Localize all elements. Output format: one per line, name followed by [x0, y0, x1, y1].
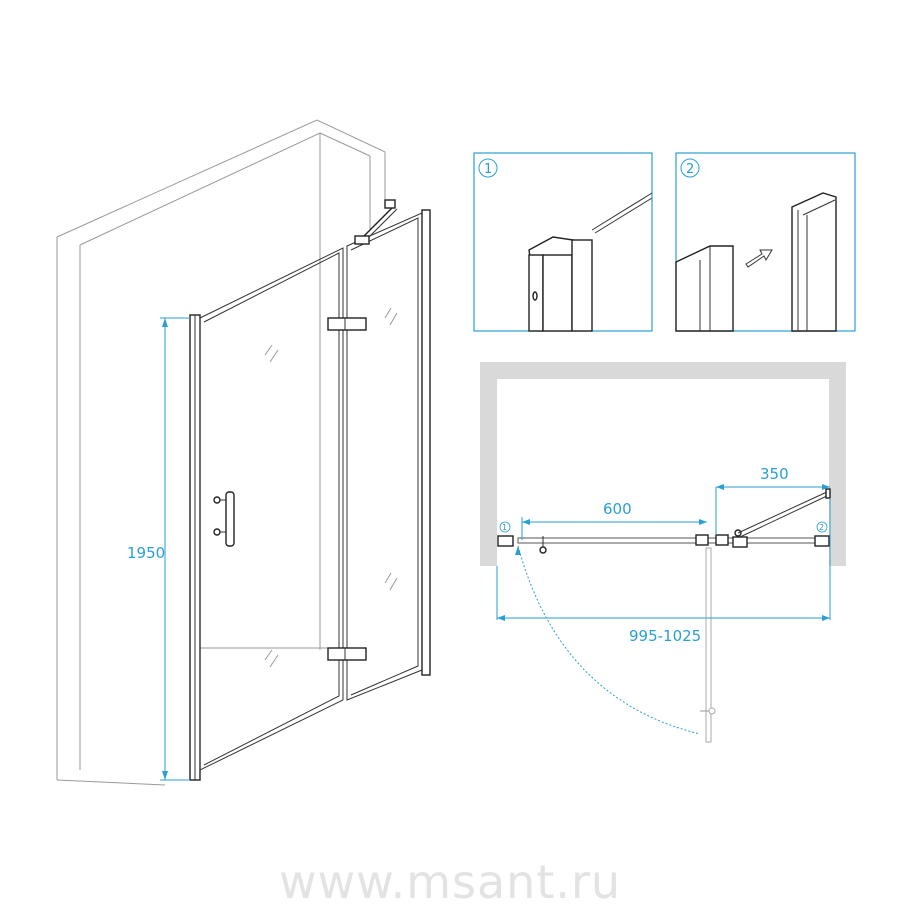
height-label: 1950	[127, 544, 165, 562]
fixed-wall-profile-left	[189, 314, 201, 781]
detail-2-panel: 2	[675, 152, 856, 332]
hinges	[327, 317, 367, 661]
fixed-panel-label: 350	[760, 465, 789, 483]
door-width-label: 600	[603, 500, 632, 518]
total-width-label: 995-1025	[629, 627, 701, 645]
detail-1-label: 1	[484, 162, 492, 177]
door-width-dimension: 600	[521, 500, 707, 540]
door-panel-right	[346, 212, 423, 701]
height-dimension: 1950	[127, 317, 190, 781]
wall-section	[480, 362, 846, 566]
total-width-dimension: 995-1025	[496, 498, 831, 645]
wall-outline	[56, 119, 386, 786]
isometric-view: 1950	[56, 119, 431, 786]
fixed-wall-profile-right	[421, 209, 431, 676]
door-handle[interactable]	[213, 491, 235, 547]
fixed-panel-dimension: 350	[715, 465, 830, 535]
glass-line	[497, 488, 831, 554]
detail-1-panel: 1	[473, 152, 653, 332]
door-panel-left	[199, 247, 344, 771]
plan-marker-1: 1	[502, 523, 507, 532]
plan-marker-2: 2	[819, 523, 824, 532]
watermark: www.msant.ru	[278, 855, 622, 909]
plan-view: 1 2 600 350 995-1025	[480, 362, 846, 743]
open-door-position	[515, 545, 716, 743]
arrow-icon	[745, 249, 773, 268]
stabilizer-bar	[354, 199, 398, 245]
detail-2-label: 2	[686, 162, 694, 177]
